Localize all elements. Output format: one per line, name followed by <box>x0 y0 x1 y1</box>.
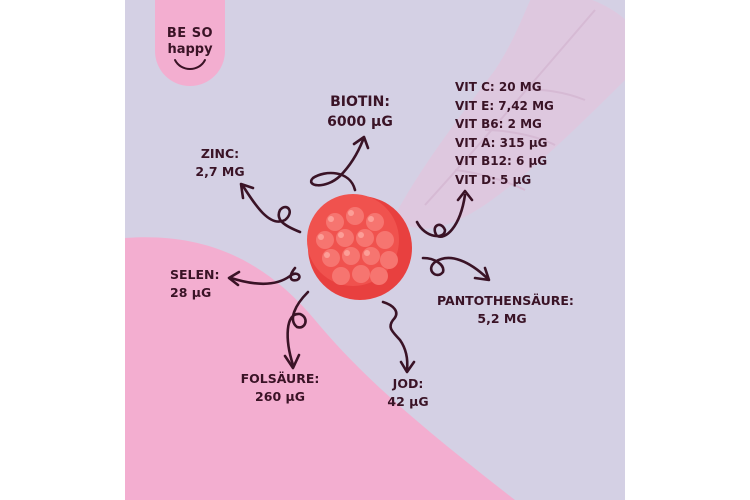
vitamin-item: VIT C: 20 MG <box>455 80 542 94</box>
vitamin-item: VIT E: 7,42 MG <box>455 98 554 113</box>
jod-label: JOD: 42 µG <box>378 375 438 411</box>
arrow-biotin <box>309 135 370 192</box>
biotin-amount: 6000 µG <box>327 114 393 130</box>
vitamin-list: VIT C: 20 MG VIT E: 7,42 MG VIT B6: 2 MG… <box>455 78 554 189</box>
vitamin-item: VIT D: 5 µG <box>455 172 532 187</box>
leaf-decoration <box>395 0 625 229</box>
arrow-jod <box>381 300 416 374</box>
smile-icon <box>174 59 206 70</box>
infographic-canvas: BE SO happy BIOTIN: 6000 µG ZINC: 2,7 MG… <box>125 0 625 500</box>
folsaeure-amount: 260 µG <box>255 389 305 404</box>
pantothensaeure-amount: 5,2 MG <box>477 311 527 326</box>
brand-line2: happy <box>167 42 213 57</box>
selen-name: SELEN: <box>170 267 220 282</box>
pantothensaeure-name: PANTOTHENSÄURE: <box>437 293 574 308</box>
folsaeure-name: FOLSÄURE: <box>240 371 320 386</box>
jod-amount: 42 µG <box>387 394 429 409</box>
zinc-amount: 2,7 MG <box>195 164 245 179</box>
arrow-folsaeure <box>283 290 310 370</box>
vitamin-item: VIT A: 315 µG <box>455 135 548 150</box>
background-shapes <box>125 0 625 500</box>
arrow-pantothensaeure <box>421 256 491 282</box>
pink-wave <box>125 237 515 500</box>
jod-name: JOD: <box>392 376 424 391</box>
folsaeure-label: FOLSÄURE: 260 µG <box>230 370 330 406</box>
selen-amount: 28 µG <box>170 285 212 300</box>
zinc-name: ZINC: <box>200 146 240 161</box>
arrow-zinc <box>239 182 302 234</box>
arrow-vitamins <box>415 189 474 239</box>
selen-label: SELEN: 28 µG <box>170 266 220 302</box>
biotin-label: BIOTIN: 6000 µG <box>315 92 405 132</box>
zinc-label: ZINC: 2,7 MG <box>185 145 255 181</box>
biotin-name: BIOTIN: <box>330 94 390 110</box>
raspberry-gummy <box>307 194 412 300</box>
brand-logo: BE SO happy <box>155 0 225 86</box>
brand-line1: BE SO <box>166 26 214 41</box>
pantothensaeure-label: PANTOTHENSÄURE: 5,2 MG <box>437 292 574 328</box>
vitamin-item: VIT B6: 2 MG <box>455 117 542 131</box>
arrow-selen <box>227 266 301 287</box>
vitamin-item: VIT B12: 6 µG <box>455 154 548 168</box>
